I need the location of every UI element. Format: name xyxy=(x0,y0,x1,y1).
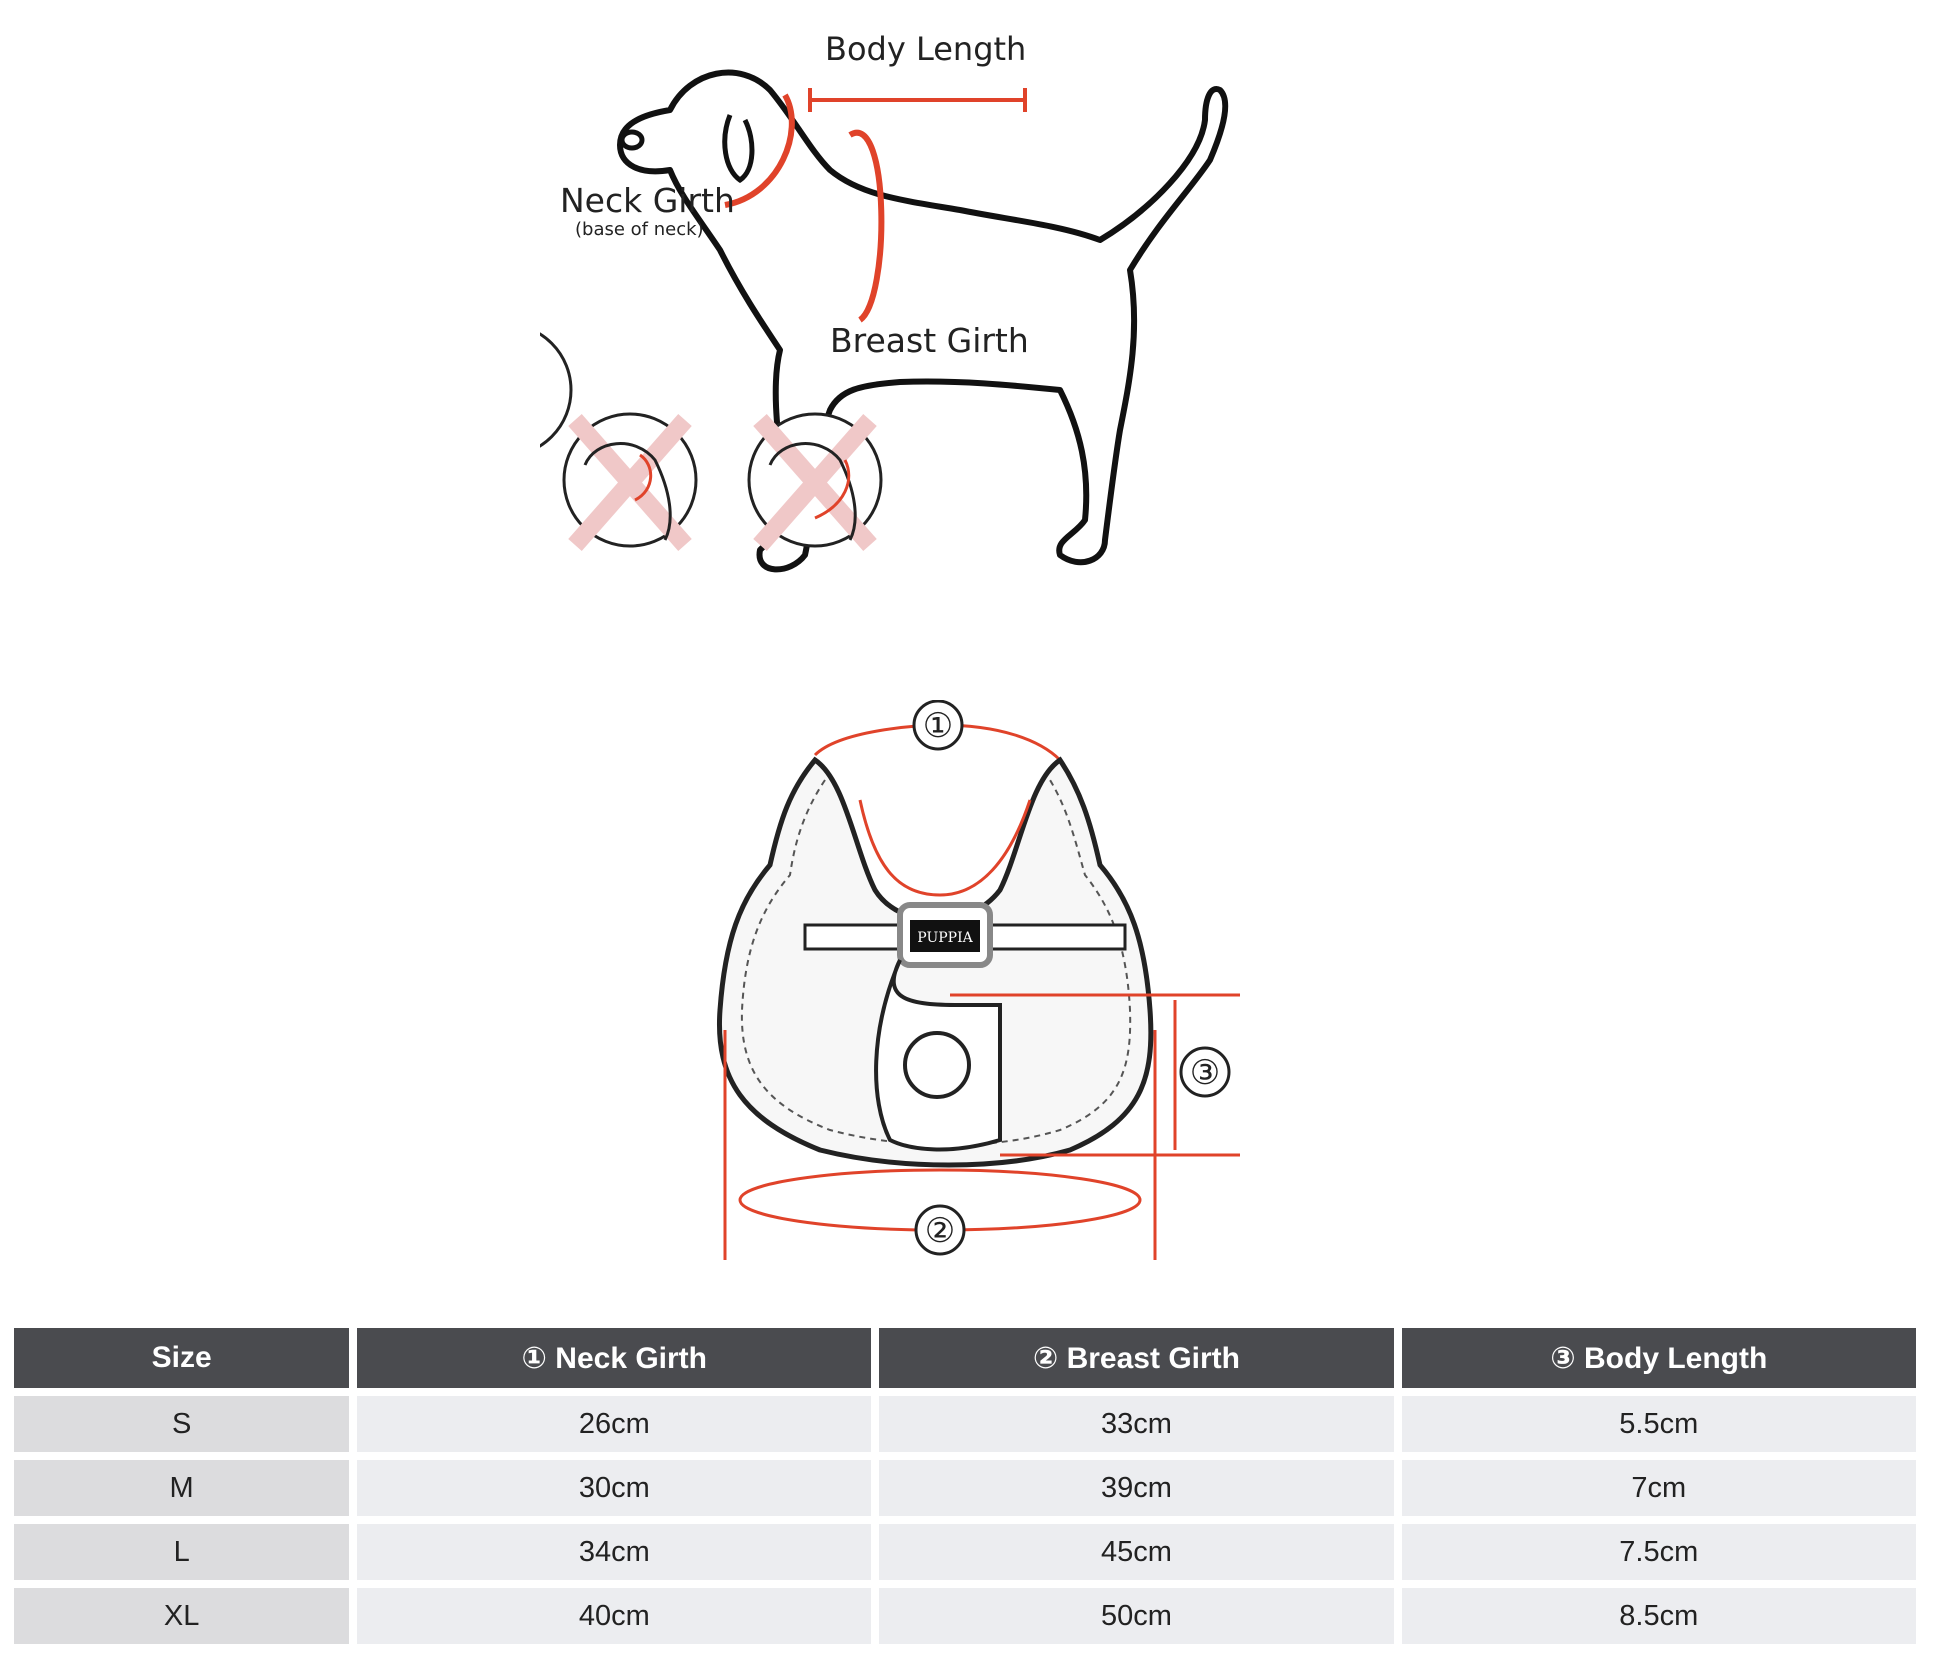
table-row: M 30cm 39cm 7cm xyxy=(14,1460,1916,1516)
body-length-label: Body Length xyxy=(825,30,1026,68)
breast-girth-cell: 39cm xyxy=(879,1460,1394,1516)
neck-girth-cell: 34cm xyxy=(357,1524,872,1580)
dog-outline xyxy=(617,69,1229,573)
marker-3: ③ xyxy=(1190,1053,1220,1093)
breast-girth-label: Breast Girth xyxy=(830,321,1029,360)
brand-label: PUPPIA xyxy=(917,930,973,946)
body-length-cell: 5.5cm xyxy=(1401,1396,1916,1452)
dog-measurement-diagram: Body Length Neck Girth (base of neck) Br… xyxy=(540,30,1229,573)
neck-girth-cell: 30cm xyxy=(357,1460,872,1516)
size-table: Size ① Neck Girth ② Breast Girth ③ Body … xyxy=(6,1320,1924,1652)
header-breast-girth: ② Breast Girth xyxy=(879,1328,1394,1388)
table-row: S 26cm 33cm 5.5cm xyxy=(14,1396,1916,1452)
neck-girth-note: (base of neck) xyxy=(575,219,704,240)
marker-1: ① xyxy=(923,706,953,746)
marker-1-circle xyxy=(912,700,964,751)
marker-3-circle xyxy=(1179,1046,1231,1098)
velcro-panel xyxy=(874,959,1002,1152)
size-cell: L xyxy=(14,1524,350,1580)
body-length-cell: 8.5cm xyxy=(1401,1588,1916,1644)
wrong-examples xyxy=(562,412,883,551)
wrong-example-high xyxy=(562,412,698,551)
dog-ear xyxy=(722,114,755,184)
table-row: XL 40cm 50cm 8.5cm xyxy=(14,1588,1916,1644)
header-neck-girth: ① Neck Girth xyxy=(357,1328,872,1388)
dog-nose xyxy=(619,129,645,151)
breast-girth-cell: 50cm xyxy=(879,1588,1394,1644)
neck-inner-red xyxy=(858,799,1032,897)
neck-girth-cell: 26cm xyxy=(357,1396,872,1452)
cross-icon xyxy=(568,414,692,551)
cross-icon xyxy=(753,414,877,551)
breast-girth-ring xyxy=(848,129,885,323)
header-body-length: ③ Body Length xyxy=(1401,1328,1916,1388)
marker-2-circle xyxy=(914,1204,966,1256)
harness-diagram: ① PUPPIA ② ③ xyxy=(716,700,1240,1260)
size-cell: S xyxy=(14,1396,350,1452)
body-length-cell: 7cm xyxy=(1401,1460,1916,1516)
neck-girth-ring xyxy=(724,93,795,208)
wrong-example-low xyxy=(747,412,883,551)
header-size: Size xyxy=(14,1328,350,1388)
brand-badge xyxy=(903,1031,971,1099)
body-length-cell: 7.5cm xyxy=(1401,1524,1916,1580)
neck-girth-cell: 40cm xyxy=(357,1588,872,1644)
table-row: L 34cm 45cm 7.5cm xyxy=(14,1524,1916,1580)
wrong-example-1 xyxy=(540,332,573,448)
brand-plate xyxy=(910,920,980,952)
size-cell: M xyxy=(14,1460,350,1516)
breast-girth-cell: 45cm xyxy=(879,1524,1394,1580)
size-cell: XL xyxy=(14,1588,350,1644)
breast-girth-cell: 33cm xyxy=(879,1396,1394,1452)
table-header-row: Size ① Neck Girth ② Breast Girth ③ Body … xyxy=(14,1328,1916,1388)
neck-girth-label: Neck Girth xyxy=(560,181,735,220)
marker-2: ② xyxy=(925,1211,955,1251)
